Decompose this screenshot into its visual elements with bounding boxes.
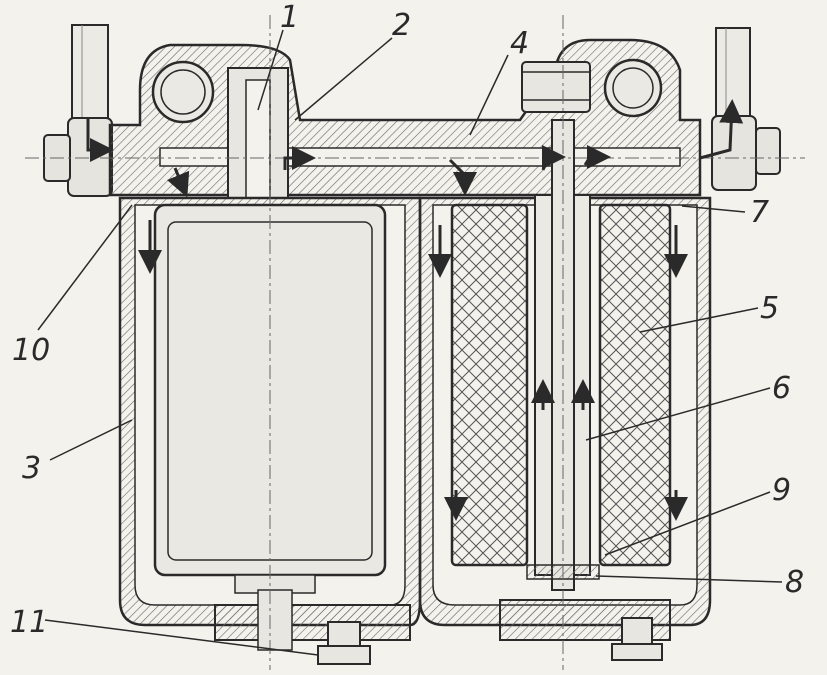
flow-arrows [86, 99, 744, 521]
label-3: 3 [22, 451, 41, 486]
label-5: 5 [760, 291, 779, 326]
right-centre-bolt-head [521, 61, 591, 113]
label-11: 11 [10, 605, 48, 640]
label-9: 9 [772, 473, 791, 508]
label-8: 8 [785, 565, 804, 600]
label-4: 4 [510, 26, 529, 61]
filter-head-casting [108, 38, 702, 197]
part-labels: 1 2 3 4 5 6 7 8 9 10 11 [10, 0, 804, 640]
label-2: 2 [392, 8, 411, 43]
left-centre-bolt [227, 67, 289, 199]
label-6: 6 [772, 371, 791, 406]
left-filter-bowl [118, 196, 422, 665]
left-fuel-pipe [43, 24, 113, 197]
right-fuel-pipe [711, 27, 781, 191]
label-7: 7 [750, 195, 769, 230]
label-10: 10 [12, 333, 50, 368]
centre-lines [25, 15, 805, 670]
leader-lines [37, 29, 783, 656]
right-filter-bowl [418, 119, 712, 661]
label-1: 1 [280, 0, 299, 35]
